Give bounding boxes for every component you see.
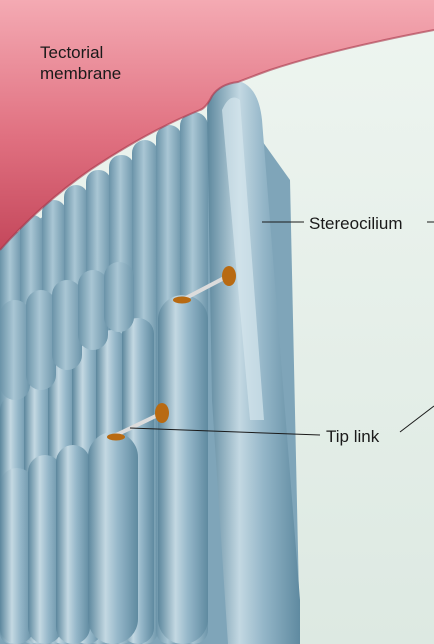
stereocilium-middle <box>26 290 56 390</box>
stereocilium-medium <box>158 295 208 644</box>
tip-link-label: Tip link <box>326 426 379 447</box>
stereocilium-middle <box>0 300 30 400</box>
stereocilium-front <box>56 445 90 644</box>
stereocilium-front <box>88 432 138 644</box>
stereocilium-middle <box>52 280 82 370</box>
stereocilium-middle <box>78 270 108 350</box>
tip-link-insertion-lower <box>173 297 191 304</box>
tip-link-insertion-upper <box>222 266 236 286</box>
stereocilium-middle <box>104 262 134 332</box>
tip-link-insertion-lower <box>107 434 125 441</box>
stereocilium-label: Stereocilium <box>309 213 403 234</box>
tip-link-insertion-upper <box>155 403 169 423</box>
tectorial-membrane-label: Tectorial membrane <box>40 42 160 84</box>
